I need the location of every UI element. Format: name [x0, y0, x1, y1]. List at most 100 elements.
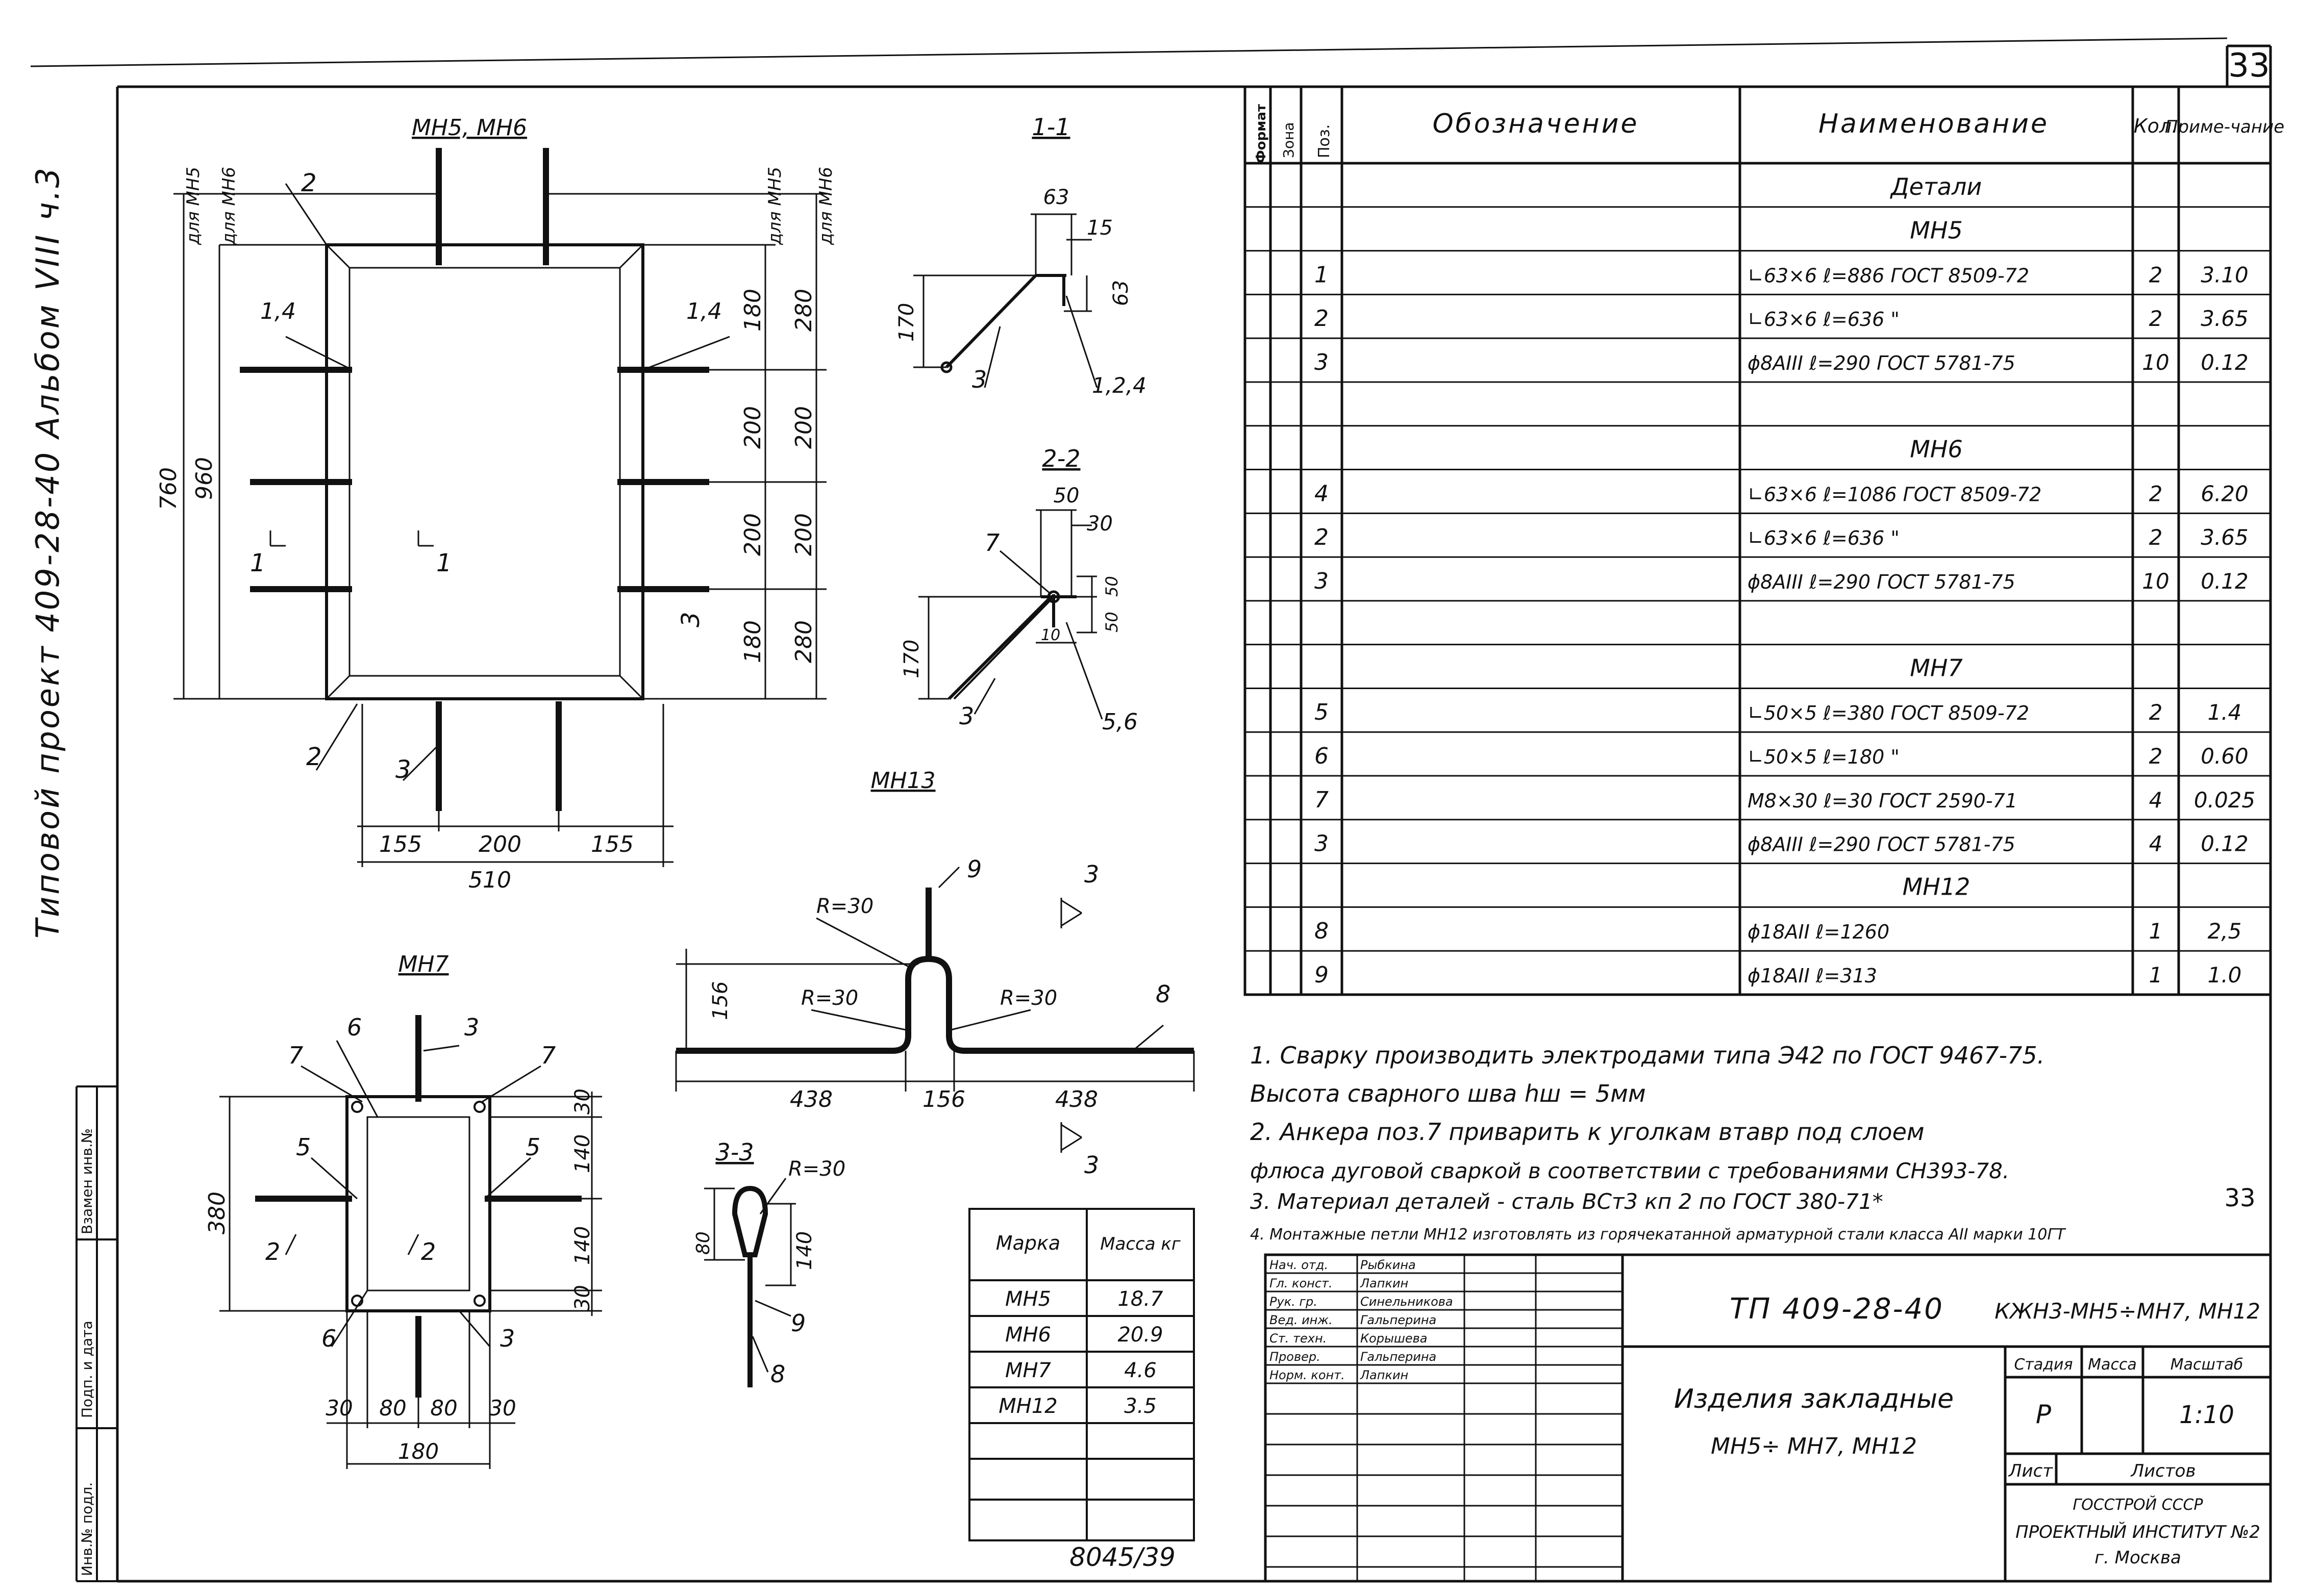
sec11-pos3: 3	[972, 366, 987, 393]
spec-row-pos: 6	[1314, 743, 1329, 769]
note-2: 2. Анкера поз.7 приварить к уголкам втав…	[1250, 1118, 1925, 1146]
note-3: 3. Материал деталей - сталь ВСт3 кп 2 по…	[1250, 1189, 1883, 1214]
org-line3: г. Москва	[2094, 1548, 2181, 1568]
signature-role: Рук. гр.	[1269, 1295, 1317, 1309]
dim-total-510: 510	[468, 867, 511, 893]
mn13-d438a: 438	[790, 1086, 833, 1112]
sheet-label: Лист	[2008, 1461, 2053, 1481]
page-marker: 33	[2224, 1184, 2255, 1212]
mn7-total-180: 180	[398, 1439, 439, 1464]
mass-row3-marka: МН7	[1005, 1359, 1052, 1382]
mass-header-marka: Марка	[996, 1232, 1060, 1254]
spec-row-qty: 2	[2149, 525, 2163, 550]
spec-row-name: М8×30 ℓ=30 ГОСТ 2590-71	[1748, 790, 2017, 812]
mn13-pos9: 9	[967, 855, 982, 883]
mn13-r2: R=30	[801, 986, 858, 1010]
section-1-1: 1-1 63 15 63 170 3 1,2,4	[895, 113, 1146, 398]
spec-row-note: 1.4	[2208, 700, 2242, 725]
org-line2: ПРОЕКТНЫЙ ИНСТИТУТ №2	[2015, 1522, 2260, 1542]
spec-row-note: 2,5	[2208, 919, 2242, 944]
spec-table: Формат Зона Поз. Обозначение Наименовани…	[1243, 85, 2284, 996]
spec-header-format: Формат	[1254, 104, 1269, 163]
mn7-pos7-left: 7	[288, 1042, 303, 1069]
spec-row-heading: МН12	[1903, 873, 1970, 900]
spec-row-name: ∟63×6 ℓ=636 "	[1748, 527, 1900, 549]
spec-row-qty: 2	[2149, 700, 2163, 725]
spec-header-name: Наименование	[1818, 109, 2049, 139]
spec-row-heading: МН5	[1910, 217, 1963, 244]
doc-title-line2: МН5÷ МН7, МН12	[1711, 1433, 1917, 1459]
pos-3-bottom: 3	[395, 755, 411, 784]
left-stamp	[76, 1085, 117, 1582]
signature-role: Ст. техн.	[1269, 1331, 1327, 1346]
sec22-d50b: 50	[1102, 576, 1121, 597]
sec22-d170: 170	[900, 640, 924, 678]
spec-row-pos: 8	[1314, 918, 1329, 944]
mn5-label-left-2: для МН6	[219, 167, 239, 245]
spec-row-name: ∟50×5 ℓ=180 "	[1748, 746, 1900, 768]
sec22-pos3: 3	[959, 702, 974, 730]
spec-row-qty: 1	[2149, 962, 2163, 987]
pos-2-top: 2	[301, 169, 317, 197]
mn7-section-right: 2	[421, 1238, 436, 1265]
dim-mn6-2: 200	[791, 406, 817, 449]
mass-label: Масса	[2088, 1356, 2137, 1374]
spec-row-pos: 3	[1314, 349, 1329, 375]
spec-row-name: ϕ8АIII ℓ=290 ГОСТ 5781-75	[1748, 352, 2015, 374]
spec-row-name: ϕ18АII ℓ=1260	[1748, 921, 1889, 943]
mn5-label-right-2: для МН6	[816, 167, 836, 245]
spec-row-note: 0.025	[2194, 788, 2255, 813]
signature-role: Нач. отд.	[1269, 1258, 1328, 1272]
mn13-d156: 156	[922, 1086, 965, 1112]
mn13-cut-top: 3	[1084, 860, 1099, 888]
mn13-d438b: 438	[1055, 1086, 1098, 1112]
note-4: 4. Монтажные петли МН12 изготовлять из г…	[1250, 1226, 2066, 1244]
mn7-pos6-top: 6	[347, 1014, 362, 1041]
mn7-pos5-right: 5	[526, 1133, 540, 1161]
sec22-pos56: 5,6	[1102, 709, 1138, 735]
pos-14-left: 1,4	[260, 298, 296, 324]
dim-760: 760	[156, 467, 182, 510]
mn7-bottom-1: 30	[326, 1396, 353, 1421]
dim-mn5-4: 180	[740, 620, 766, 663]
mn7-section-left: 2	[265, 1238, 280, 1265]
mass-header-massa: Масса кг	[1100, 1234, 1181, 1254]
sec33-title: 3-3	[715, 1138, 754, 1166]
spec-row-pos: 9	[1314, 962, 1329, 988]
sec33-d140: 140	[793, 1231, 816, 1270]
dim-mn5-1: 180	[740, 289, 766, 332]
mn7-d380: 380	[204, 1192, 230, 1234]
mn7-title: МН7	[398, 951, 448, 977]
spec-row-note: 6.20	[2201, 481, 2249, 506]
mn5-label-left-1: для МН5	[183, 167, 204, 245]
mn7-right-4: 30	[571, 1285, 594, 1311]
sec33-r: R=30	[788, 1157, 845, 1181]
spec-row-qty: 4	[2149, 788, 2163, 813]
sec33-pos8: 8	[770, 1360, 785, 1388]
spec-row-heading: Детали	[1890, 173, 1982, 200]
note-1b: Высота сварного шва hш = 5мм	[1250, 1080, 1646, 1107]
sec11-pos124: 1,2,4	[1092, 373, 1146, 398]
stamp-podp-data: Подп. и дата	[79, 1321, 95, 1418]
spec-row-pos: 3	[1314, 831, 1329, 857]
project-code: ТП 409-28-40	[1730, 1293, 1944, 1326]
mn13-d156v: 156	[709, 981, 732, 1020]
spec-row-qty: 10	[2142, 350, 2169, 375]
spec-row-name: ∟50×5 ℓ=380 ГОСТ 8509-72	[1748, 702, 2029, 724]
dim-bottom-1: 155	[379, 831, 422, 857]
spec-header-designation: Обозначение	[1433, 109, 1639, 139]
scale-value: 1:10	[2179, 1401, 2234, 1429]
spec-row-name: ϕ18АII ℓ=313	[1748, 965, 1877, 987]
stamp-inv-podl: Инв.№ подл.	[79, 1482, 95, 1576]
spec-row-qty: 2	[2149, 481, 2163, 506]
spec-row-name: ∟63×6 ℓ=636 "	[1748, 308, 1900, 331]
sec22-d30: 30	[1087, 512, 1113, 536]
spec-header-qty: Кол.	[2134, 115, 2178, 137]
spec-row-qty: 2	[2149, 262, 2163, 287]
sec11-d63b: 63	[1109, 280, 1133, 306]
spec-row-qty: 2	[2149, 306, 2163, 331]
spec-row-heading: МН6	[1910, 436, 1963, 463]
mn7-pos3-bottom: 3	[500, 1325, 515, 1352]
sec11-d170: 170	[895, 303, 918, 342]
